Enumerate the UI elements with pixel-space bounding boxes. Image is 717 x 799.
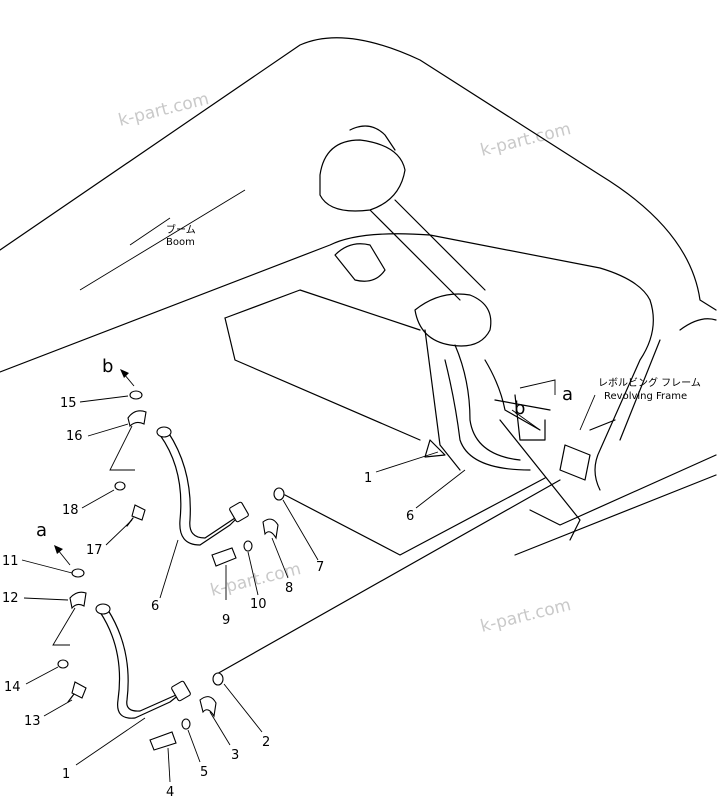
callout-10: 10	[250, 597, 267, 612]
boom-cylinder-assembly	[319, 125, 616, 541]
callout-13: 13	[24, 714, 41, 729]
callout-4: 4	[166, 785, 174, 799]
callout-14: 14	[4, 680, 21, 695]
hose-6	[156, 426, 249, 546]
revolving-frame-outline	[214, 289, 717, 676]
letter-a-left: a	[36, 520, 47, 541]
o-ring-7	[273, 487, 285, 501]
callout-11: 11	[2, 554, 19, 569]
o-ring-2	[212, 672, 224, 686]
callout-18: 18	[62, 503, 79, 518]
callout-17: 17	[86, 543, 103, 558]
watermark-4: k-part.com	[478, 595, 573, 637]
callout-7: 7	[316, 560, 324, 575]
callout-9: 9	[222, 613, 230, 628]
boom-label-jp: ブーム	[166, 223, 196, 236]
frame-label-en: Revolving Frame	[604, 391, 687, 402]
callout-3: 3	[231, 748, 239, 763]
callout-15: 15	[60, 396, 77, 411]
callout-12: 12	[2, 591, 19, 606]
callout-2: 2	[262, 735, 270, 750]
bolt-17	[131, 504, 146, 521]
watermark-2: k-part.com	[478, 119, 573, 161]
callout-1-lower: 1	[62, 767, 70, 782]
boom-outline	[0, 37, 717, 373]
split-flange-3	[199, 696, 217, 718]
bolt-4	[149, 731, 177, 751]
split-flange-16	[127, 410, 147, 428]
washer-5	[181, 718, 191, 730]
direction-arrows	[54, 369, 135, 566]
washer-14	[57, 659, 69, 669]
hose-1	[95, 603, 191, 719]
watermark-1: k-part.com	[116, 89, 211, 131]
washer-10	[243, 540, 253, 552]
washer-18	[114, 481, 126, 491]
letter-b-left: b	[102, 356, 113, 377]
callout-6-lower: 6	[151, 599, 159, 614]
leader-lines	[21, 379, 596, 783]
small-parts	[57, 390, 285, 751]
split-flange-8	[262, 518, 279, 540]
split-flange-12	[69, 591, 87, 610]
letter-b-right: b	[514, 398, 525, 419]
o-ring-15	[129, 390, 143, 400]
callout-16: 16	[66, 429, 83, 444]
boom-label-en: Boom	[166, 237, 195, 248]
callout-6-upper: 6	[406, 509, 414, 524]
o-ring-11	[71, 568, 85, 578]
bolt-9	[211, 547, 237, 567]
bolt-13	[71, 681, 87, 699]
frame-label-jp: レボルビング フレーム	[598, 376, 701, 389]
callout-1-upper: 1	[364, 471, 372, 486]
callout-5: 5	[200, 765, 208, 780]
callout-8: 8	[285, 581, 293, 596]
letter-a-right: a	[562, 384, 573, 405]
